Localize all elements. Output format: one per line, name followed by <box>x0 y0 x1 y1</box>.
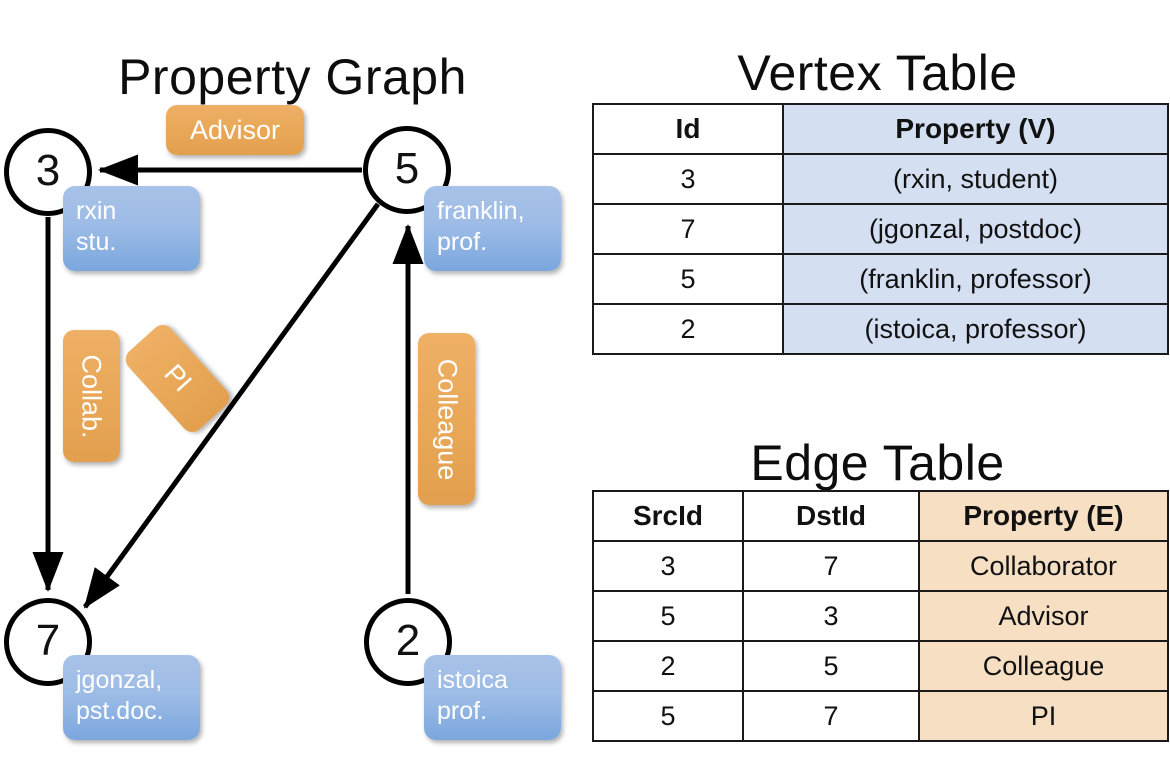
table-row[interactable]: 5 3 Advisor <box>592 590 1169 642</box>
edge-label-colleague-text: Colleague <box>432 358 462 480</box>
edge-row-1-src: 5 <box>592 590 744 642</box>
table-row[interactable]: 7 (jgonzal, postdoc) <box>592 203 1169 255</box>
node-property-bubble-5-line2: prof. <box>437 227 488 256</box>
node-property-bubble-2-line2: prof. <box>437 696 488 725</box>
edge-row-3-dst: 7 <box>742 690 920 742</box>
vertex-table-header-row: Id Property (V) <box>592 103 1169 155</box>
edge-row-2-property: Colleague <box>918 640 1169 692</box>
edge-row-3-property: PI <box>918 690 1169 742</box>
edge-label-colleague: Colleague <box>418 333 475 505</box>
edge-row-1-dst: 3 <box>742 590 920 642</box>
graph-edges-layer <box>32 154 424 609</box>
vertex-table-col-id: Id <box>592 103 784 155</box>
edge-table: SrcId DstId Property (E) 3 7 Collaborato… <box>592 490 1169 742</box>
edge-label-pi-text: PI <box>158 358 198 398</box>
edge-table-col-property: Property (E) <box>918 490 1169 542</box>
table-row[interactable]: 5 7 PI <box>592 690 1169 742</box>
table-row[interactable]: 5 (franklin, professor) <box>592 253 1169 305</box>
table-row[interactable]: 2 5 Colleague <box>592 640 1169 692</box>
table-row[interactable]: 3 7 Collaborator <box>592 540 1169 592</box>
edge-row-0-src: 3 <box>592 540 744 592</box>
graph-node-7-label: 7 <box>35 616 61 665</box>
edge-row-2-dst: 5 <box>742 640 920 692</box>
vertex-row-3-property: (istoica, professor) <box>782 303 1169 355</box>
edge-label-advisor: Advisor <box>166 105 304 155</box>
edge-table-header-row: SrcId DstId Property (E) <box>592 490 1169 542</box>
node-property-bubble-5-line1: franklin, <box>437 197 525 225</box>
node-property-bubble-7: jgonzal, pst.doc. <box>63 655 200 740</box>
node-property-bubble-7-line1: jgonzal, <box>76 666 163 694</box>
vertex-row-3-id: 2 <box>592 303 784 355</box>
edge-row-1-property: Advisor <box>918 590 1169 642</box>
edge-label-advisor-text: Advisor <box>189 114 281 145</box>
graph-node-2[interactable]: 2 <box>364 598 452 686</box>
table-row[interactable]: 2 (istoica, professor) <box>592 303 1169 355</box>
edge-row-2-src: 2 <box>592 640 744 692</box>
vertex-row-1-id: 7 <box>592 203 784 255</box>
edge-row-0-property: Collaborator <box>918 540 1169 592</box>
vertex-row-2-id: 5 <box>592 253 784 305</box>
graph-node-5[interactable]: 5 <box>363 126 451 214</box>
vertex-row-2-property: (franklin, professor) <box>782 253 1169 305</box>
edge-table-col-dstid: DstId <box>742 490 920 542</box>
graph-node-3-label: 3 <box>35 146 61 195</box>
vertex-table: Id Property (V) 3 (rxin, student) 7 (jgo… <box>592 103 1169 355</box>
edge-row-0-dst: 7 <box>742 540 920 592</box>
graph-node-2-label: 2 <box>395 616 421 665</box>
vertex-row-1-property: (jgonzal, postdoc) <box>782 203 1169 255</box>
edge-row-3-src: 5 <box>592 690 744 742</box>
edge-label-collab-text: Collab. <box>77 353 108 439</box>
node-property-bubble-5: franklin, prof. <box>424 186 561 271</box>
node-property-bubble-3-line2: stu. <box>76 227 117 256</box>
page-title-edge-table: Edge Table <box>750 434 1005 491</box>
node-property-bubble-2-line1: istoica <box>437 666 508 694</box>
edge-5-to-7 <box>82 202 381 609</box>
page-title-property-graph: Property Graph <box>118 48 467 105</box>
graph-node-5-label: 5 <box>394 144 420 193</box>
property-graph-panel: Property Graph Advisor Collab. PI Collea… <box>4 48 561 740</box>
vertex-table-col-property: Property (V) <box>782 103 1169 155</box>
edge-label-collab: Collab. <box>63 330 120 462</box>
table-row[interactable]: 3 (rxin, student) <box>592 153 1169 205</box>
page-title-vertex-table: Vertex Table <box>737 44 1018 101</box>
edge-table-col-srcid: SrcId <box>592 490 744 542</box>
vertex-row-0-property: (rxin, student) <box>782 153 1169 205</box>
node-property-bubble-3: rxin stu. <box>63 186 200 271</box>
node-property-bubble-7-line2: pst.doc. <box>76 696 164 725</box>
node-property-bubble-3-line1: rxin <box>76 197 117 225</box>
vertex-row-0-id: 3 <box>592 153 784 205</box>
node-property-bubble-2: istoica prof. <box>424 655 561 740</box>
